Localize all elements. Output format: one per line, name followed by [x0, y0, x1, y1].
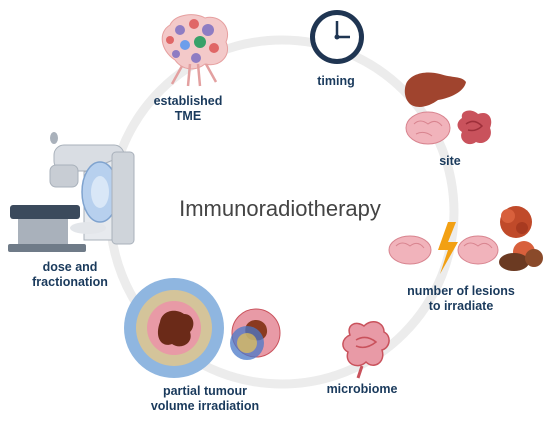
label-site: site — [420, 154, 480, 169]
label-line: timing — [317, 74, 355, 88]
label-line: partial tumour — [162, 384, 248, 398]
label-line: fractionation — [32, 275, 108, 289]
label-line: volume irradiation — [150, 399, 260, 413]
intestine-icon — [342, 321, 390, 379]
diagram-title: Immunoradiotherapy — [179, 196, 381, 221]
tumour-target-icon — [124, 278, 281, 378]
label-microbiome: microbiome — [312, 382, 412, 397]
label-line: to irradiate — [428, 299, 494, 313]
organs-icon — [404, 72, 492, 145]
label-number-of-lesions: number of lesions to irradiate — [386, 284, 536, 314]
label-line: established — [153, 94, 223, 108]
label-line: microbiome — [326, 382, 398, 396]
label-line: site — [439, 154, 461, 168]
label-line: number of lesions — [407, 284, 515, 298]
label-partial-tumour-volume: partial tumour volume irradiation — [130, 384, 280, 414]
clock-icon — [310, 10, 364, 64]
label-timing: timing — [286, 74, 386, 89]
label-line: dose and — [42, 260, 98, 274]
linac-machine-icon — [8, 132, 135, 252]
label-dose-fractionation: dose and fractionation — [10, 260, 130, 290]
label-line: TME — [174, 109, 202, 123]
tumour-microenvironment-icon — [161, 14, 228, 87]
label-established-tme: established TME — [128, 94, 248, 124]
lesions-lightning-icon — [388, 206, 543, 274]
